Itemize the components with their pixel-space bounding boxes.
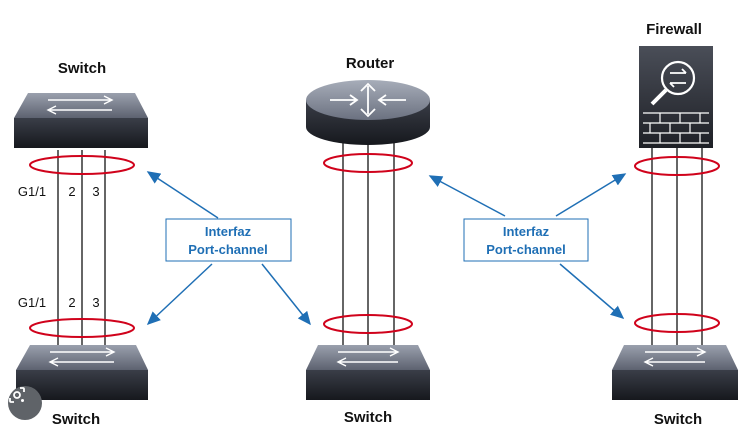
- arrow-right-to-router-ring: [428, 175, 506, 217]
- port-label-top-2: 2: [68, 184, 75, 199]
- arrow-right-to-bottom-ring: [559, 263, 625, 319]
- switch-bottom-left-icon: [16, 345, 148, 400]
- port-channel-ring-top-left: [29, 155, 135, 175]
- port-label-bottom-2: 2: [68, 295, 75, 310]
- port-channel-ring-center-switch: [323, 314, 413, 334]
- links-right: [651, 148, 703, 345]
- arrow-left-to-top-ring: [146, 171, 219, 219]
- router-label: Router: [346, 55, 394, 72]
- switch-bottom-right-icon: [612, 345, 738, 400]
- switch-bottom-center-label: Switch: [344, 409, 392, 426]
- arrow-right-to-firewall-ring: [555, 173, 627, 217]
- switch-top-left-label: Switch: [58, 60, 106, 77]
- port-channel-ring-firewall: [634, 156, 720, 176]
- links-left: [57, 150, 106, 345]
- port-label-bottom-g1-1: G1/1: [18, 295, 46, 310]
- arrow-left-to-center-ring: [261, 263, 311, 326]
- port-channel-ring-router: [323, 153, 413, 173]
- port-channel-ring-bottom-right: [634, 313, 720, 333]
- callout-right-line2: Port-channel: [486, 242, 565, 257]
- firewall-icon: [639, 46, 713, 148]
- callout-box-right: [463, 218, 589, 262]
- callout-left-line2: Port-channel: [188, 242, 267, 257]
- port-label-top-3: 3: [92, 184, 99, 199]
- port-label-top-g1-1: G1/1: [18, 184, 46, 199]
- port-label-bottom-3: 3: [92, 295, 99, 310]
- callout-right-line1: Interfaz: [503, 224, 550, 239]
- firewall-label: Firewall: [646, 21, 702, 38]
- links-center: [342, 140, 395, 345]
- router-icon: [306, 80, 430, 145]
- arrow-left-to-bottom-ring: [146, 263, 213, 326]
- switch-bottom-left-label: Switch: [52, 411, 100, 428]
- switch-bottom-center-icon: [306, 345, 430, 400]
- callout-box-left: [165, 218, 292, 262]
- lens-glyph-icon: [9, 387, 25, 403]
- port-channel-ring-bottom-left: [29, 318, 135, 338]
- google-lens-icon[interactable]: [8, 386, 42, 420]
- switch-top-left-icon: [14, 93, 148, 148]
- callout-left-line1: Interfaz: [205, 224, 252, 239]
- switch-bottom-right-label: Switch: [654, 411, 702, 428]
